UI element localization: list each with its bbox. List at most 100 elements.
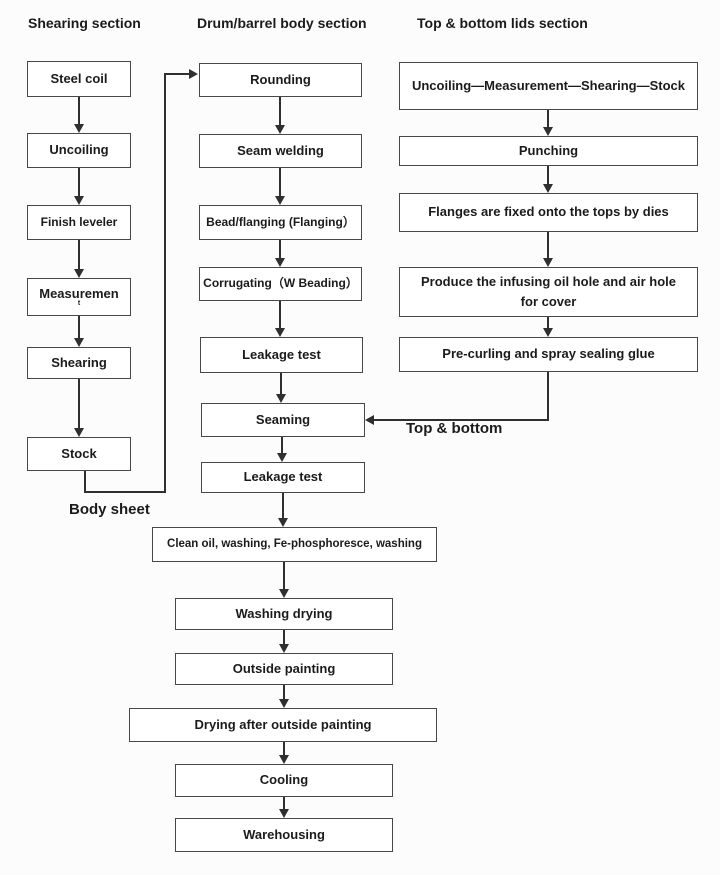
arrowhead-down-icon — [543, 258, 553, 267]
node-label: Measuremen — [39, 285, 119, 301]
arrowhead-down-icon — [279, 644, 289, 653]
arrow-line — [547, 317, 549, 329]
node-label: Uncoiling — [49, 142, 109, 158]
arrow-line — [282, 493, 284, 519]
heading-shearing-section: Shearing section — [28, 15, 141, 31]
node-corrugating: Corrugating（W Beading） — [199, 267, 362, 301]
arrow-line — [78, 168, 80, 197]
arrowhead-down-icon — [543, 127, 553, 136]
node-label: Flanges are fixed onto the tops by dies — [428, 204, 669, 220]
arrowhead-down-icon — [74, 124, 84, 133]
arrowhead-down-icon — [74, 338, 84, 347]
arrow-line — [547, 232, 549, 259]
arrowhead-down-icon — [275, 125, 285, 134]
arrowhead-down-icon — [275, 196, 285, 205]
node-label: Rounding — [250, 71, 311, 87]
node-label: Bead/flanging (Flanging） — [206, 214, 355, 229]
node-label: Seam welding — [237, 142, 324, 158]
node-label: Steel coil — [50, 70, 108, 86]
connector-segment — [374, 419, 549, 421]
node-label: Pre-curling and spray sealing glue — [442, 346, 655, 362]
arrow-line — [283, 562, 285, 590]
node-label: Clean oil, washing, Fe-phosphoresce, was… — [167, 537, 422, 550]
node-bead-flanging: Bead/flanging (Flanging） — [199, 205, 362, 240]
node-label: Produce the infusing oil hole and air ho… — [421, 273, 676, 309]
node-drying-after-outside-painting: Drying after outside painting — [129, 708, 437, 742]
node-produce-oil-air-holes: Produce the infusing oil hole and air ho… — [399, 267, 698, 317]
arrow-line — [547, 110, 549, 128]
arrow-line — [547, 166, 549, 185]
node-label: Leakage test — [242, 346, 321, 362]
node-leakage-test-1: Leakage test — [200, 337, 363, 373]
arrowhead-down-icon — [74, 269, 84, 278]
node-leakage-test-2: Leakage test — [201, 462, 365, 493]
connector-segment — [164, 73, 190, 75]
arrowhead-down-icon — [279, 699, 289, 708]
node-cooling: Cooling — [175, 764, 393, 797]
arrowhead-left-icon — [365, 415, 374, 425]
arrow-line — [283, 742, 285, 756]
node-label: Shearing — [51, 354, 107, 370]
node-label: Finish leveler — [40, 214, 118, 229]
arrowhead-down-icon — [275, 258, 285, 267]
connector-segment — [547, 372, 549, 420]
node-lids-uncoiling-measurement-shearing-stock: Uncoiling—Measurement—Shearing—Stock — [399, 62, 698, 110]
arrow-line — [279, 301, 281, 329]
arrowhead-down-icon — [74, 428, 84, 437]
arrowhead-down-icon — [543, 184, 553, 193]
arrowhead-down-icon — [74, 196, 84, 205]
arrow-line — [279, 168, 281, 197]
arrow-line — [279, 240, 281, 259]
node-steel-coil: Steel coil — [27, 61, 131, 97]
node-seaming: Seaming — [201, 403, 365, 437]
arrowhead-down-icon — [278, 518, 288, 527]
arrow-line — [279, 97, 281, 126]
arrowhead-down-icon — [277, 453, 287, 462]
arrowhead-down-icon — [543, 328, 553, 337]
arrowhead-down-icon — [279, 809, 289, 818]
node-label: Leakage test — [243, 469, 323, 485]
node-finish-leveler: Finish leveler — [27, 205, 131, 240]
arrowhead-right-icon — [189, 69, 198, 79]
arrow-line — [280, 373, 282, 395]
node-label: Outside painting — [232, 660, 336, 676]
arrow-line — [78, 316, 80, 339]
node-shearing: Shearing — [27, 347, 131, 379]
node-label: Corrugating（W Beading） — [203, 276, 358, 291]
node-label: Warehousing — [243, 826, 325, 842]
arrow-line — [283, 797, 285, 810]
node-stock: Stock — [27, 437, 131, 471]
label-top-and-bottom: Top & bottom — [406, 420, 503, 437]
arrow-line — [281, 437, 283, 454]
node-outside-painting: Outside painting — [175, 653, 393, 685]
node-label-overflow: t — [77, 300, 81, 308]
node-warehousing: Warehousing — [175, 818, 393, 852]
label-body-sheet: Body sheet — [69, 501, 150, 518]
node-label: Uncoiling—Measurement—Shearing—Stock — [411, 77, 686, 93]
node-rounding: Rounding — [199, 63, 362, 97]
node-label: Seaming — [255, 411, 311, 427]
arrowhead-down-icon — [276, 394, 286, 403]
node-label: Stock — [61, 445, 97, 461]
arrowhead-down-icon — [279, 755, 289, 764]
node-label: Washing drying — [235, 605, 333, 621]
node-pre-curling: Pre-curling and spray sealing glue — [399, 337, 698, 372]
connector-segment — [84, 491, 166, 493]
node-punching: Punching — [399, 136, 698, 166]
arrow-line — [78, 379, 80, 429]
node-label: Punching — [518, 142, 579, 158]
arrowhead-down-icon — [279, 589, 289, 598]
arrow-line — [283, 685, 285, 700]
node-washing-drying: Washing drying — [175, 598, 393, 630]
arrow-line — [78, 240, 80, 270]
connector-segment — [84, 471, 86, 493]
arrow-line — [283, 630, 285, 645]
arrow-line — [78, 97, 80, 125]
node-flanges-fixed: Flanges are fixed onto the tops by dies — [399, 193, 698, 232]
connector-segment — [164, 73, 166, 493]
node-label: Drying after outside painting — [194, 716, 372, 732]
heading-drum-barrel-body-section: Drum/barrel body section — [197, 15, 367, 31]
node-seam-welding: Seam welding — [199, 134, 362, 168]
